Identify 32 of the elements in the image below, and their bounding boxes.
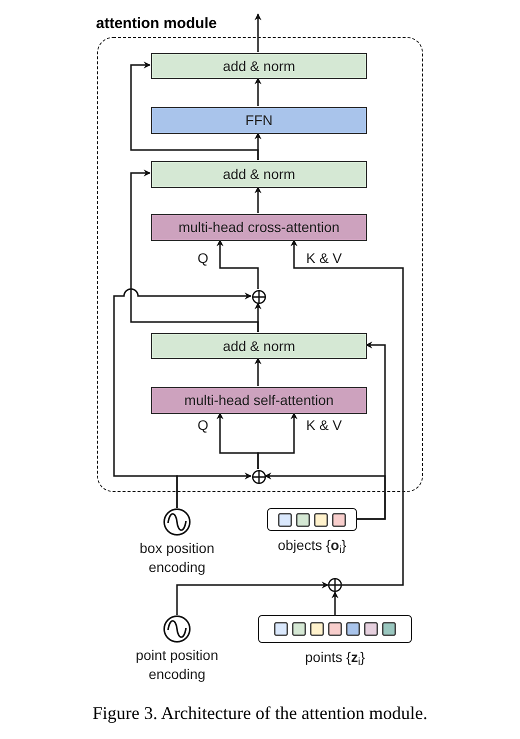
arrow — [290, 239, 404, 586]
layer-block: add & norm — [151, 333, 367, 359]
edge-label: K & V — [305, 417, 343, 433]
layer-block: add & norm — [151, 161, 367, 188]
arrow — [254, 13, 262, 52]
figure-caption: Figure 3. Architecture of the attention module. — [92, 702, 428, 725]
edge-label: Q — [196, 417, 210, 433]
arrow — [216, 239, 259, 289]
layer-block: FFN — [151, 107, 367, 134]
arrow — [357, 342, 386, 520]
edge-label: Q — [196, 250, 210, 266]
sum-symbol — [328, 578, 342, 592]
token-label: objects {o$_{i}$} — [278, 536, 346, 556]
layer-block: multi-head self-attention — [151, 387, 367, 414]
edge-label: K & V — [305, 250, 343, 266]
arrow — [254, 77, 262, 106]
arrow — [254, 186, 262, 213]
sum-symbol — [252, 470, 266, 484]
arrow — [332, 591, 338, 615]
layer-block: add & norm — [151, 53, 367, 79]
arrow — [176, 582, 329, 615]
encoding-label: point position encoding — [134, 646, 220, 684]
module-title: attention module — [96, 14, 217, 34]
arrow — [257, 412, 298, 469]
layer-block: multi-head cross-attention — [151, 214, 367, 241]
arrow — [254, 357, 262, 386]
arrow — [113, 288, 252, 508]
sum-symbol — [252, 290, 266, 304]
token-label: points {z$_{i}$} — [305, 648, 365, 668]
encoding-label: box position encoding — [138, 539, 216, 577]
arrow — [130, 62, 259, 160]
arrow — [130, 170, 259, 332]
